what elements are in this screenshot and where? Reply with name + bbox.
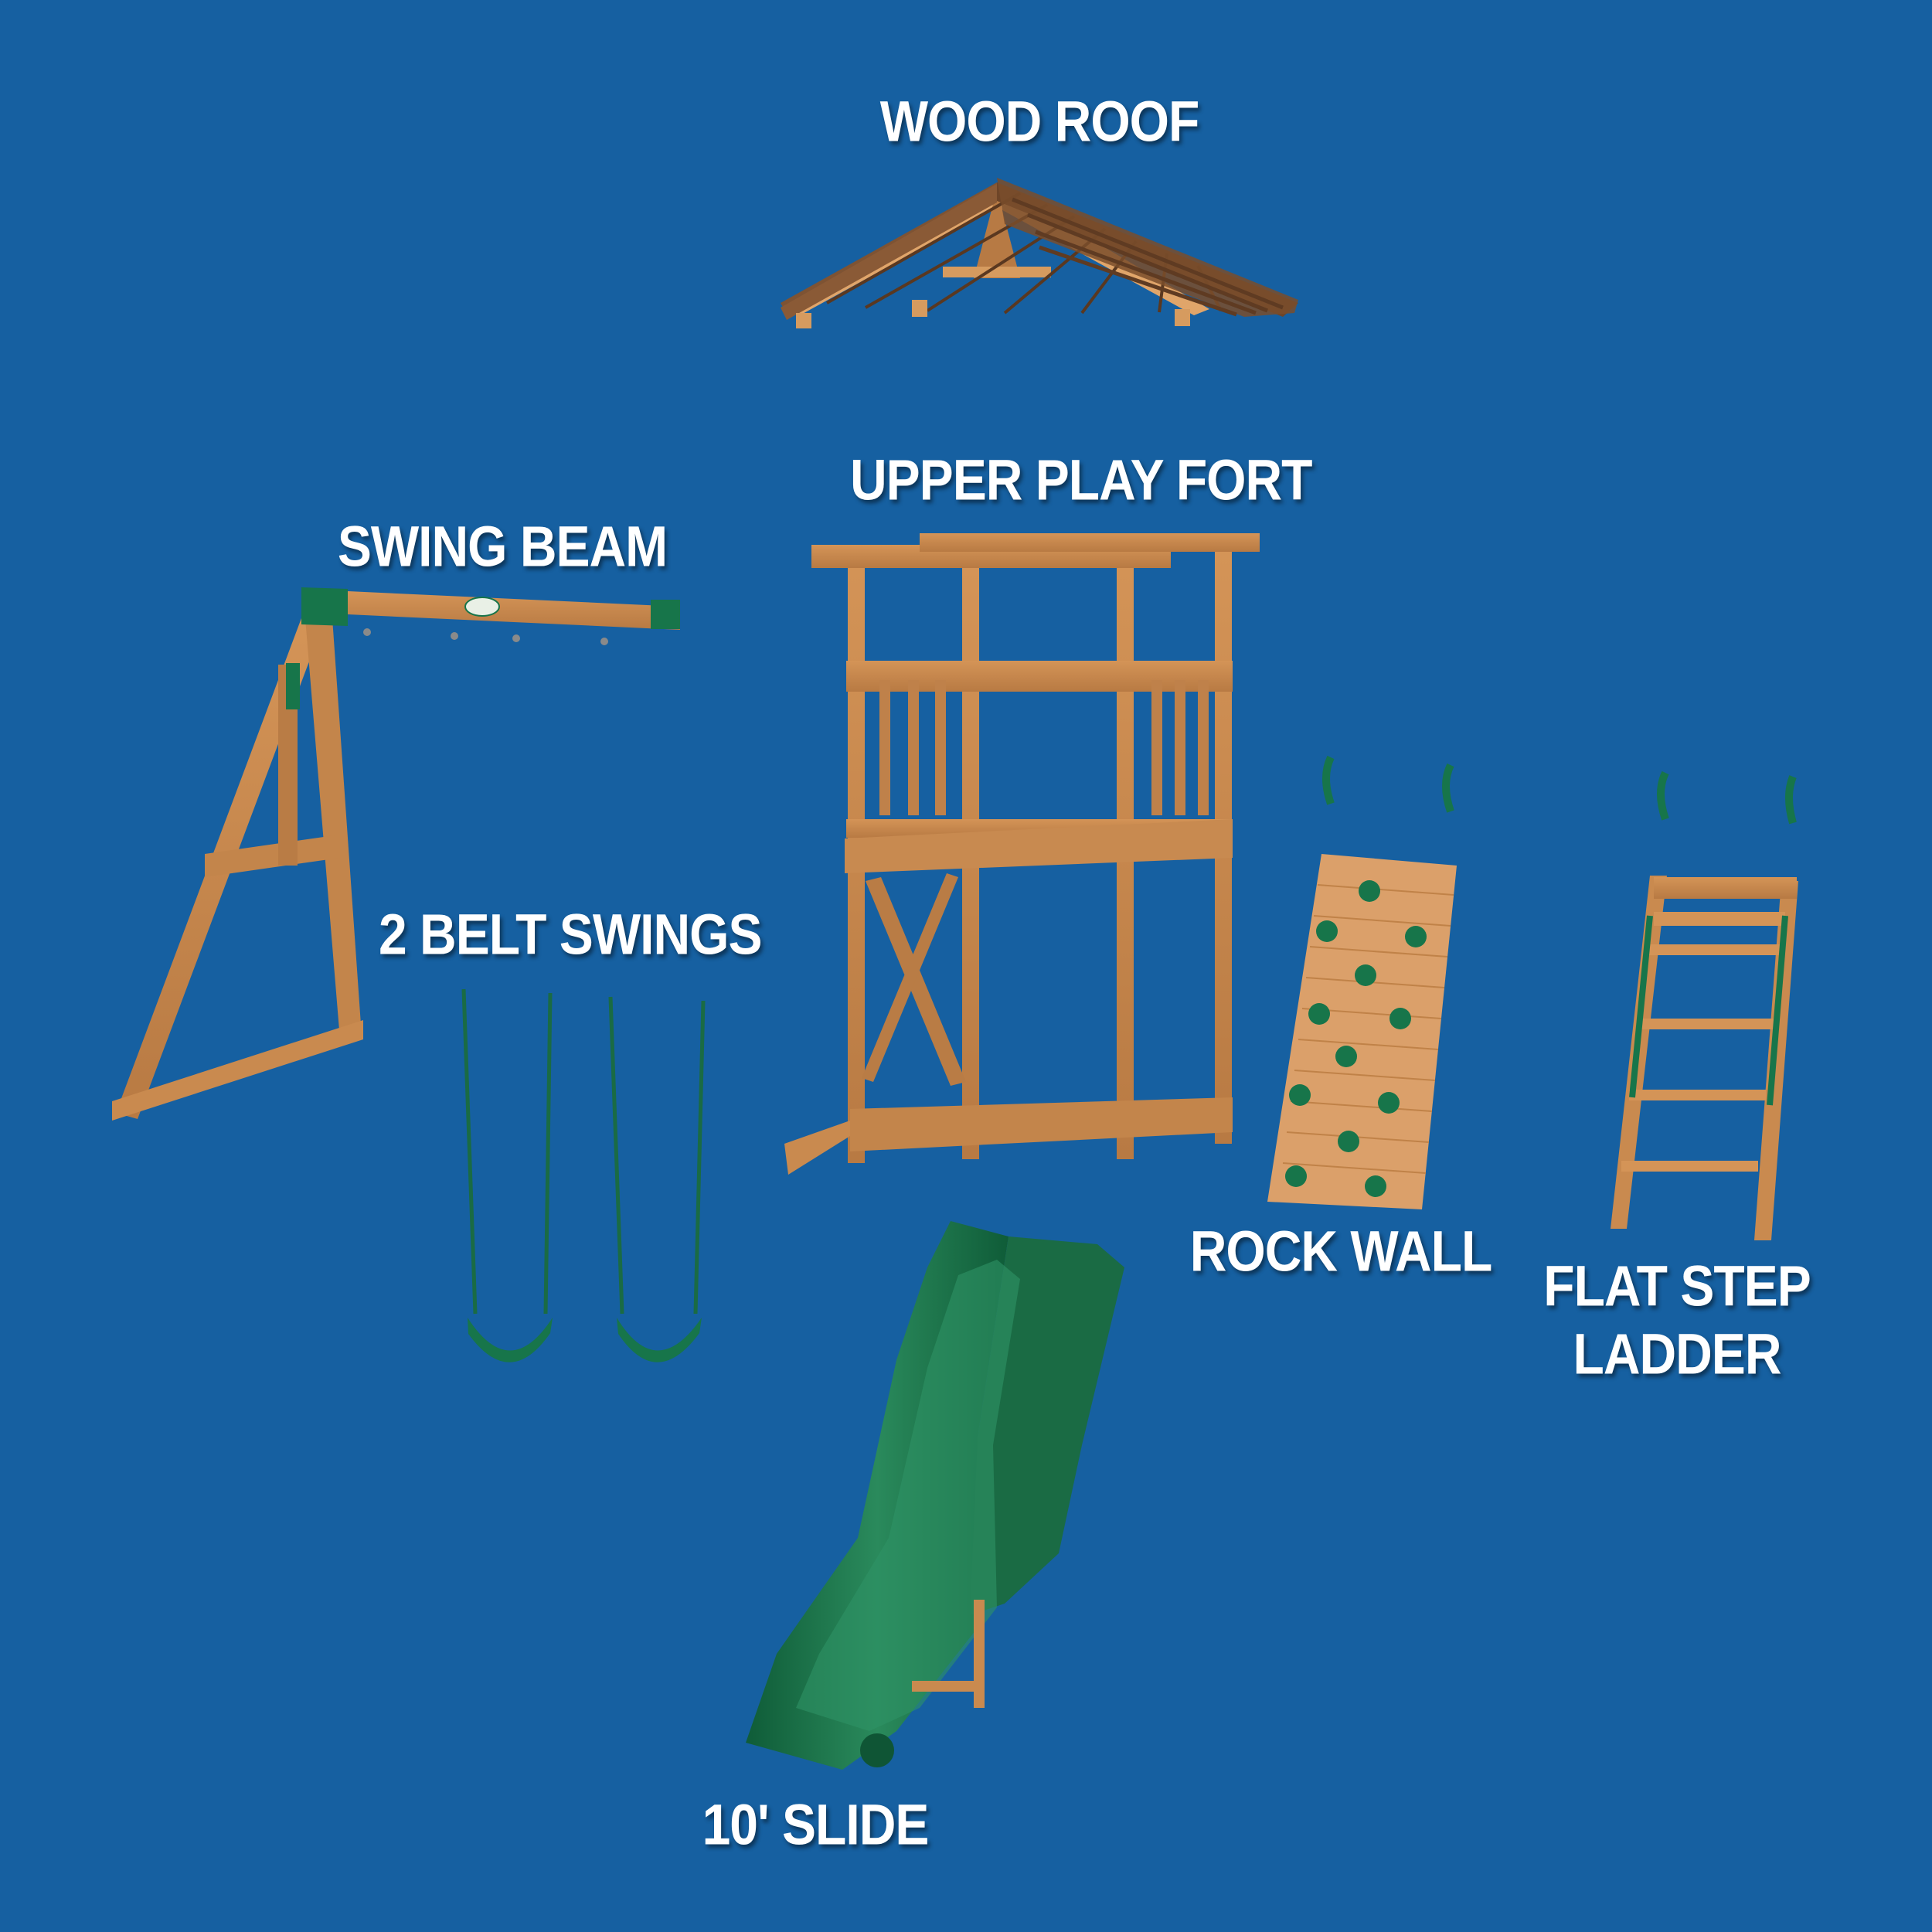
label-wood-roof: WOOD ROOF [879, 89, 1200, 154]
slide [746, 1221, 1124, 1770]
belt-swings [461, 988, 706, 1362]
label-upper-play-fort: UPPER PLAY FORT [850, 447, 1312, 512]
wood-roof [781, 178, 1298, 328]
swing-beam [112, 587, 680, 1121]
label-swing-beam: SWING BEAM [337, 514, 668, 579]
upper-play-fort [784, 533, 1260, 1175]
rock-wall [1267, 755, 1457, 1209]
label-rock-wall: ROCK WALL [1189, 1219, 1493, 1284]
label-ladder-line1: FLAT STEP [1543, 1253, 1811, 1318]
label-belt-swings: 2 BELT SWINGS [379, 902, 762, 967]
label-slide: 10' SLIDE [702, 1792, 930, 1857]
flat-step-ladder [1611, 770, 1798, 1240]
label-ladder-line2: LADDER [1573, 1321, 1782, 1386]
